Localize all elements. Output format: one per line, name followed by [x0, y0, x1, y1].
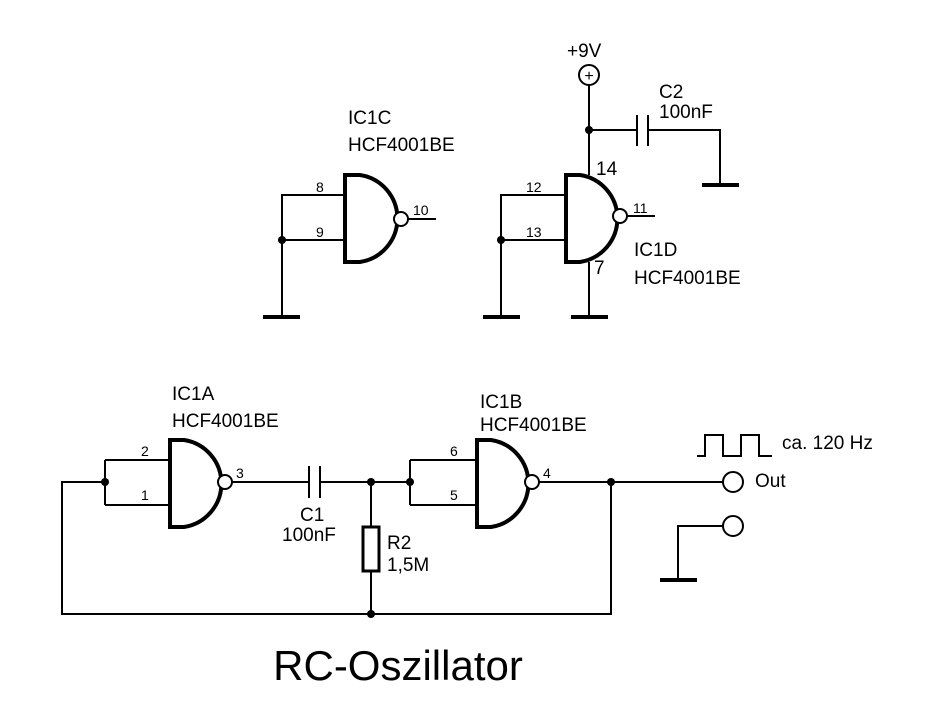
resistor-r2	[361, 525, 381, 573]
output-terminal	[722, 471, 744, 493]
r2-value: 1,5M	[387, 555, 429, 576]
c1-name: C1	[300, 505, 324, 526]
pin-5: 5	[450, 487, 458, 503]
output-label: Out	[755, 471, 786, 492]
gate-name-ic1c: IC1C	[348, 108, 391, 129]
gate-part-ic1d: HCF4001BE	[634, 268, 741, 289]
gate-part-ic1b: HCF4001BE	[480, 415, 587, 436]
nor-gate-body	[343, 173, 400, 264]
nor-gate-body	[168, 438, 224, 529]
gate-name-ic1b: IC1B	[480, 392, 522, 413]
nor-gate-body	[475, 438, 531, 529]
output-frequency: ca. 120 Hz	[782, 433, 873, 454]
output-section: ca. 120 Hz Out	[660, 433, 873, 582]
gate-ic1c: 8 9 10 IC1C HCF4001BE	[263, 108, 455, 319]
pin-2: 2	[141, 443, 149, 459]
supply-plus-symbol: +	[584, 68, 593, 85]
pin-10: 10	[413, 202, 429, 218]
pin-1: 1	[141, 487, 149, 503]
supply-label: +9V	[567, 41, 602, 62]
pin-7: 7	[594, 258, 605, 279]
inverter-bubble	[524, 474, 540, 490]
nor-gate-body	[564, 173, 620, 264]
junction-dot	[406, 478, 414, 486]
pin-12: 12	[526, 179, 542, 195]
pin-14: 14	[596, 159, 618, 180]
rc-network: C1 100nF R2 1,5M	[232, 466, 429, 618]
inverter-bubble	[217, 474, 233, 490]
page-title: RC-Oszillator	[273, 642, 523, 689]
gate-name-ic1d: IC1D	[634, 240, 677, 261]
pin-4: 4	[543, 465, 551, 481]
inverter-bubble	[393, 211, 409, 227]
gate-ic1b: 6 5 4 IC1B HCF4001BE	[406, 392, 733, 529]
pin-8: 8	[316, 179, 324, 195]
ground-terminal	[722, 515, 744, 537]
gate-part-ic1a: HCF4001BE	[172, 411, 279, 432]
r2-name: R2	[387, 533, 411, 554]
pin-6: 6	[450, 443, 458, 459]
feedback-wire	[61, 481, 612, 615]
gate-part-ic1c: HCF4001BE	[348, 135, 455, 156]
c2-value: 100nF	[659, 102, 713, 123]
c1-value: 100nF	[282, 525, 336, 546]
inverter-bubble	[612, 208, 628, 224]
gate-ic1d: + +9V C2 100nF 14 12 13 11 7 IC1D HCF400…	[483, 41, 741, 319]
pin-13: 13	[526, 224, 542, 240]
c2-name: C2	[659, 82, 683, 103]
pin-9: 9	[316, 224, 324, 240]
gate-name-ic1a: IC1A	[172, 384, 215, 405]
square-wave-icon	[697, 434, 772, 457]
pin-11: 11	[633, 200, 648, 216]
junction-dot	[497, 236, 505, 244]
gate-ic1a: 2 1 3 IC1A HCF4001BE	[101, 384, 279, 529]
junction-dot	[278, 236, 286, 244]
pin-3: 3	[236, 465, 244, 481]
